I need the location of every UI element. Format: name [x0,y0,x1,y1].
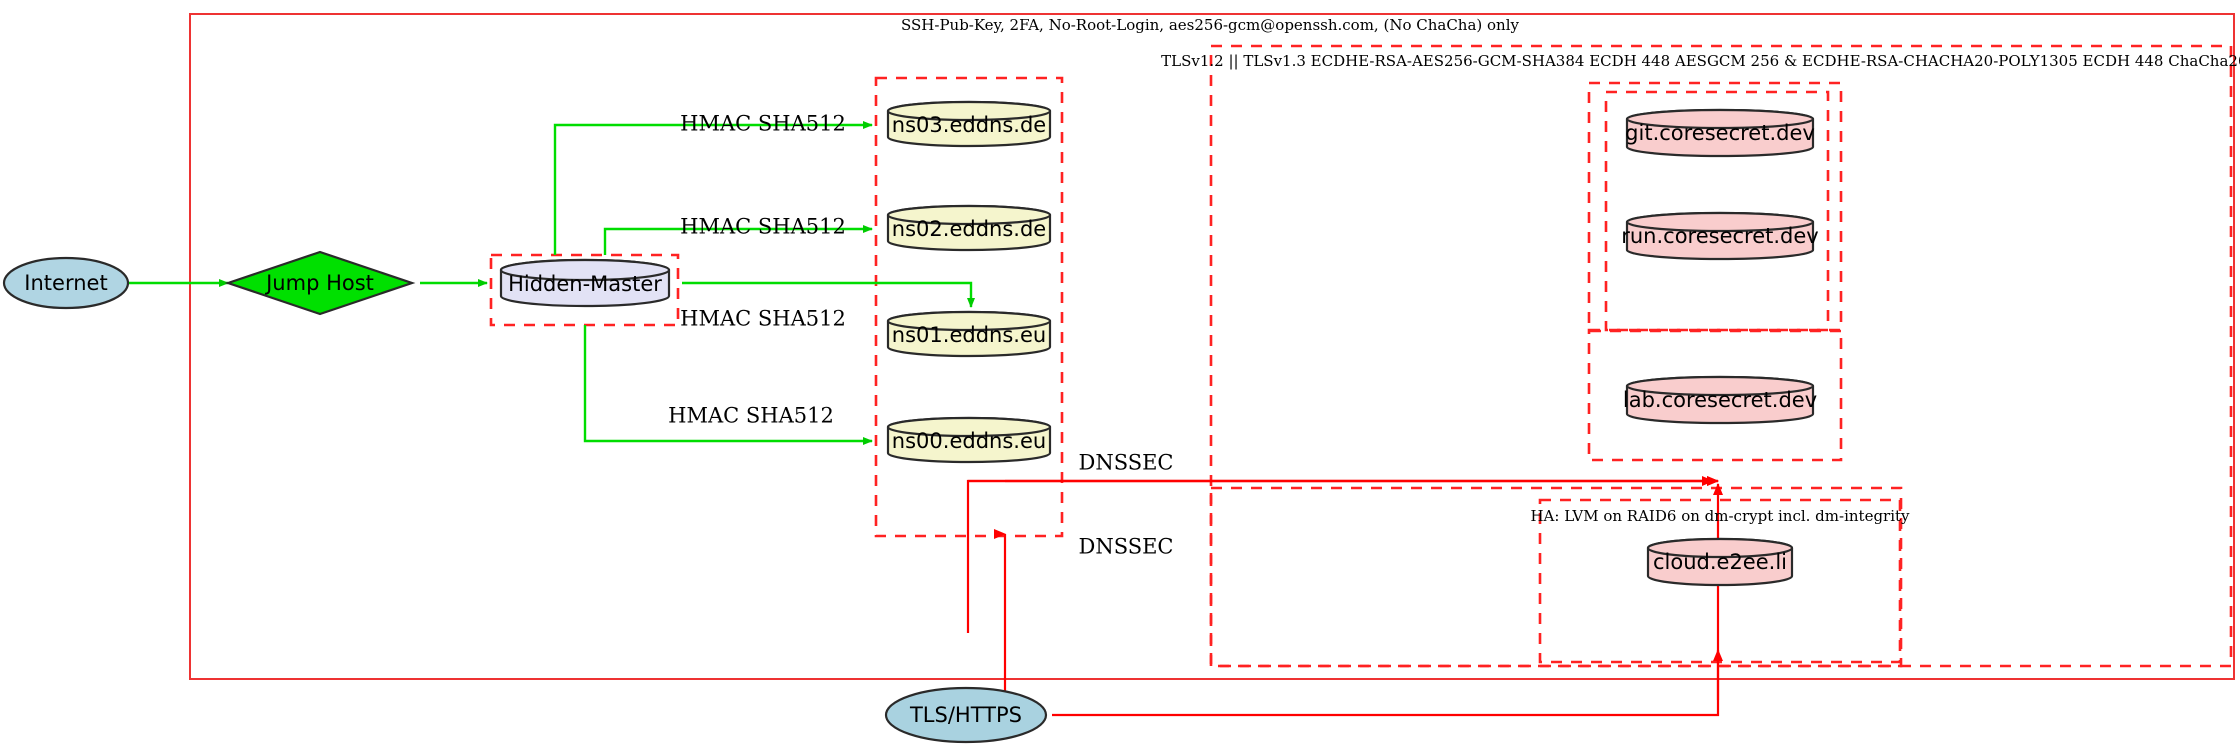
node-cloud-e2ee[interactable]: cloud.e2ee.li [1646,537,1794,587]
node-cloud-e2ee-label: cloud.e2ee.li [1653,550,1787,574]
node-tls-https[interactable]: TLS/HTTPS [884,686,1048,744]
edge-label-hmac-ns00: HMAC SHA512 [668,404,834,428]
cluster-label-tls: TLSv1.2 || TLSv1.3 ECDHE-RSA-AES256-GCM-… [1161,52,2240,70]
node-run-coresecret[interactable]: run.coresecret.dev [1621,211,1819,261]
node-run-coresecret-label: run.coresecret.dev [1621,224,1819,248]
node-hidden-master-label: Hidden-Master [508,272,662,296]
ssh-boundary-box [189,13,2235,680]
node-ns02[interactable]: ns02.eddns.de [886,204,1052,252]
node-jump-host[interactable]: Jump Host [224,250,416,316]
edge-hm-ns02 [603,225,873,255]
node-ns00[interactable]: ns00.eddns.eu [886,416,1052,464]
node-ns01[interactable]: ns01.eddns.eu [886,310,1052,358]
edge-hm-ns01 [682,281,975,308]
node-jump-host-label: Jump Host [264,271,374,295]
cluster-label-ssh: SSH-Pub-Key, 2FA, No-Root-Login, aes256-… [901,16,1520,34]
node-ns03-label: ns03.eddns.de [892,113,1046,137]
edge-label-hmac-ns01: HMAC SHA512 [680,307,846,331]
node-ns03[interactable]: ns03.eddns.de [886,100,1052,148]
cluster-label-ha: HA: LVM on RAID6 on dm-crypt incl. dm-in… [1530,507,1910,525]
node-hidden-master[interactable]: Hidden-Master [499,258,671,308]
edge-label-dnssec-upper: DNSSEC [1078,451,1173,475]
edge-tlshttps-to-services [1052,649,1723,717]
node-lab-coresecret-label: lab.coresecret.dev [1623,388,1817,412]
node-git-coresecret-label: git.coresecret.dev [1625,121,1815,145]
edge-label-dnssec-lower: DNSSEC [1078,535,1173,559]
ha-inner-box [1209,486,1903,668]
node-ns01-label: ns01.eddns.eu [892,323,1046,347]
edge-label-hmac-ns03: HMAC SHA512 [680,112,846,136]
edge-hm-ns00 [583,325,873,445]
node-lab-coresecret[interactable]: lab.coresecret.dev [1623,375,1817,425]
edge-hm-ns03 [553,121,873,255]
node-tls-https-label: TLS/HTTPS [909,703,1022,727]
lab-cluster-box [1587,328,1843,462]
node-git-coresecret[interactable]: git.coresecret.dev [1625,108,1815,158]
node-internet-label: Internet [24,271,107,295]
node-ns00-label: ns00.eddns.eu [892,429,1046,453]
node-ns02-label: ns02.eddns.de [892,217,1046,241]
edge-label-hmac-ns02: HMAC SHA512 [680,215,846,239]
node-internet[interactable]: Internet [2,256,130,310]
